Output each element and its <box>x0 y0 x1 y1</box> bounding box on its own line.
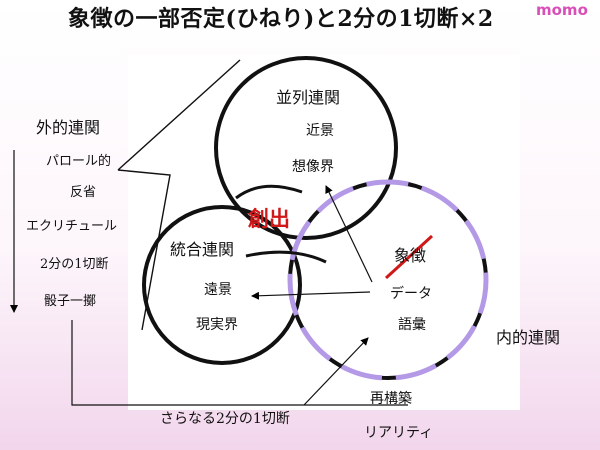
further-half-cut-label: さらなる2分の1切断 <box>160 411 290 427</box>
symbol-strike <box>384 234 434 280</box>
symbol-label: 象徴 <box>394 246 427 265</box>
vocabulary-label: 語彙 <box>398 317 426 333</box>
left-list-item-4: 2分の1切断 <box>40 257 109 272</box>
left-list-item-5: 骰子一擲 <box>44 294 97 309</box>
circle-top-item-2: 想像界 <box>292 159 334 175</box>
data-label: データ <box>390 286 432 302</box>
circle-left-item-1: 遠景 <box>204 282 232 298</box>
twist-curve-left <box>245 250 327 264</box>
left-list-item-1: パロール的 <box>46 154 112 169</box>
left-brace <box>117 59 241 331</box>
reality-label: リアリティ <box>364 425 434 441</box>
twist-curve-top <box>235 184 303 200</box>
creation-label: 創出 <box>248 206 290 231</box>
circle-left <box>142 205 302 365</box>
circle-left-item-2: 現実界 <box>196 317 238 333</box>
circle-top-name: 並列連関 <box>276 88 341 107</box>
left-list-heading: 外的連関 <box>36 118 101 137</box>
left-list-item-2: 反省 <box>70 185 97 200</box>
circle-right-dash <box>287 179 489 381</box>
circle-right-name: 内的連関 <box>496 328 561 347</box>
arrow-to-left <box>251 291 371 300</box>
circle-top-item-1: 近景 <box>306 123 334 139</box>
arrow-to-top <box>325 185 373 283</box>
page-title: 象徴の一部否定(ひねり)と2分の1切断×2 <box>68 6 494 32</box>
circle-left-name: 統合連関 <box>170 240 235 259</box>
brand-logo: momo <box>536 1 588 19</box>
bottom-bracket-line <box>71 320 408 406</box>
circle-top <box>214 56 398 240</box>
left-list-item-3: エクリチュール <box>26 219 118 234</box>
arrow-from-bottom <box>303 337 369 406</box>
reconstruction-label: 再構築 <box>370 391 412 407</box>
